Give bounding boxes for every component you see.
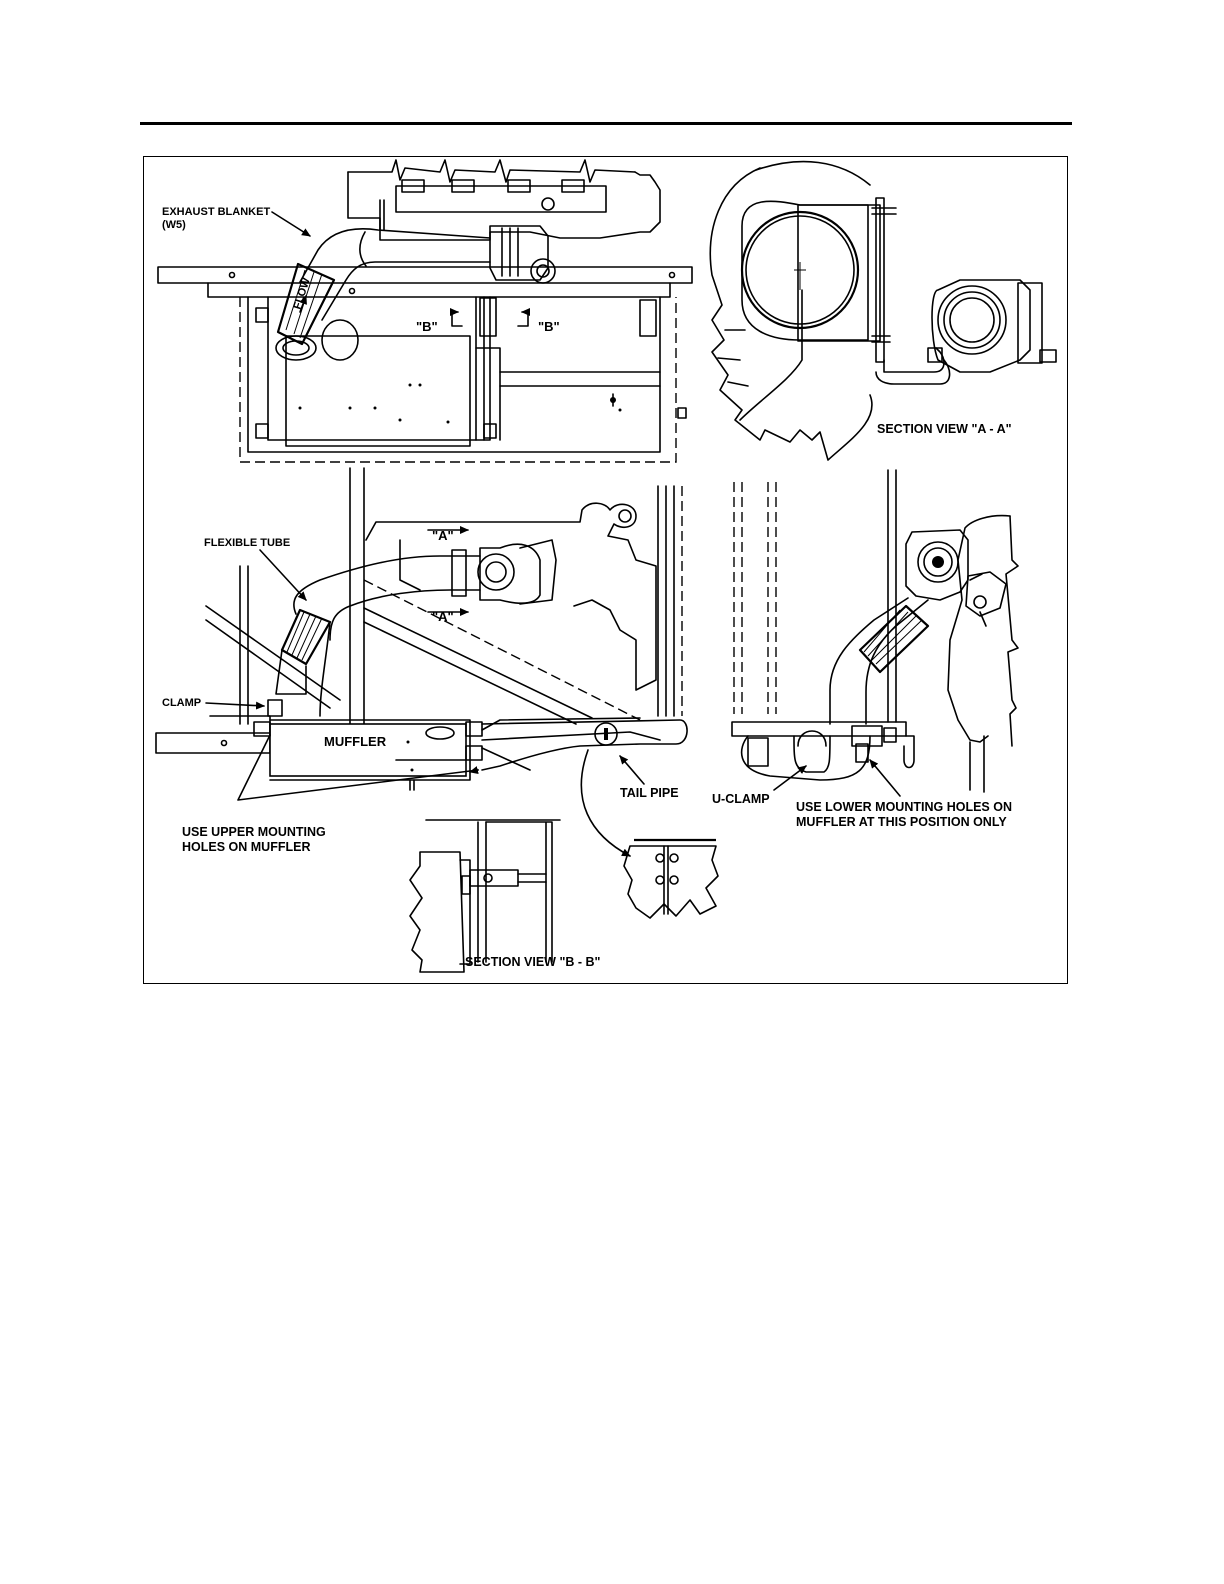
top-view: FLOW "B" "B" [158,160,692,462]
lower-holes-label-line2: MUFFLER AT THIS POSITION ONLY [796,815,1007,829]
section-view-aa-label: SECTION VIEW "A - A" [877,422,1012,436]
rear-view: U-CLAMP USE LOWER MOUNTING HOLES ON MUFF… [712,470,1018,829]
upper-holes-label-line2: HOLES ON MUFFLER [182,840,310,854]
flexible-tube-arrow [260,550,306,600]
section-view-bb: SECTION VIEW "B - B" [410,820,601,972]
lower-holes-label-line1: USE LOWER MOUNTING HOLES ON [796,800,1012,814]
upper-holes-label-line1: USE UPPER MOUNTING [182,825,326,839]
tail-pipe-detail [624,840,718,918]
tail-pipe-label: TAIL PIPE [620,786,679,800]
exhaust-blanket-label: EXHAUST BLANKET [162,206,270,218]
section-view-aa: SECTION VIEW "A - A" [710,162,1056,460]
clamp-arrow [206,703,264,706]
tail-pipe-arrow [620,756,644,784]
side-view: "A" "A" MUFFLER CLAMP [156,468,687,856]
section-b-label-left: "B" [416,319,438,334]
exhaust-blanket-code: (W5) [162,219,186,231]
curved-callout-arrow [581,750,630,856]
clamp-label: CLAMP [162,697,201,709]
lower-holes-arrow [870,760,900,796]
u-clamp-label: U-CLAMP [712,792,770,806]
section-b-label-right: "B" [538,319,560,334]
muffler-label: MUFFLER [324,734,387,749]
section-a-label-top: "A" [432,528,454,543]
flexible-tube-label: FLEXIBLE TUBE [204,537,290,549]
exhaust-blanket-arrow [272,212,310,236]
section-view-bb-label: SECTION VIEW "B - B" [465,955,601,969]
